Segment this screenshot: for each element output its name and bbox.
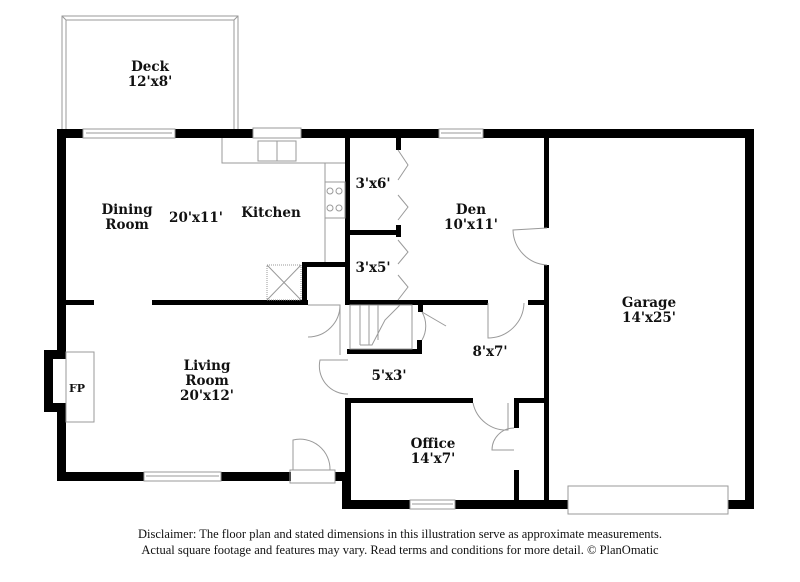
room-name: Garage	[621, 295, 677, 311]
room-name-line1: Dining	[101, 202, 153, 218]
stairs	[349, 304, 413, 350]
room-dims: 14'x25'	[622, 310, 676, 326]
room-dims: 3'x5'	[355, 260, 391, 276]
room-name-line2: Room	[105, 217, 149, 233]
room-name: Office	[410, 436, 456, 452]
room-label-kitchen: Kitchen	[241, 206, 301, 221]
kitchen-fixtures	[221, 138, 346, 301]
room-label-deck: Deck 12'x8'	[128, 60, 173, 90]
room-dims: 12'x8'	[127, 74, 173, 90]
room-label-fireplace: FP	[69, 381, 85, 396]
room-label-dining-room: Dining Room	[101, 203, 152, 233]
room-name-line2: Room	[185, 373, 229, 389]
room-name-line1: Living	[183, 358, 231, 374]
room-name: Kitchen	[241, 205, 301, 221]
door-swings	[289, 227, 548, 484]
room-label-hall: 5'x3'	[371, 369, 406, 384]
room-name: FP	[68, 382, 86, 395]
room-label-closet-1: 3'x6'	[355, 177, 390, 192]
room-dims: 20'x11'	[169, 210, 223, 226]
room-label-closet-2: 3'x5'	[355, 261, 390, 276]
room-label-garage: Garage 14'x25'	[622, 296, 676, 326]
room-dims: 14'x7'	[410, 451, 456, 467]
room-dims-kitchen-dining: 20'x11'	[169, 211, 223, 226]
room-label-living-room: Living Room 20'x12'	[180, 359, 234, 404]
room-label-office: Office 14'x7'	[411, 437, 456, 467]
room-name: Deck	[131, 59, 169, 75]
interior-walls	[66, 138, 549, 500]
room-name: Den	[455, 202, 487, 218]
fireplace-hearth	[65, 351, 95, 423]
disclaimer-text: Disclaimer: The floor plan and stated di…	[0, 526, 800, 558]
room-dims: 8'x7'	[472, 344, 508, 360]
room-dims: 5'x3'	[371, 368, 407, 384]
disclaimer-line-1: Disclaimer: The floor plan and stated di…	[138, 527, 662, 541]
windows	[82, 127, 729, 515]
room-dims: 3'x6'	[355, 176, 391, 192]
disclaimer-line-2: Actual square footage and features may v…	[141, 543, 659, 557]
room-label-den: Den 10'x11'	[444, 203, 498, 233]
room-label-8x7: 8'x7'	[472, 345, 507, 360]
closet-doors	[397, 149, 409, 301]
room-dims: 10'x11'	[444, 217, 498, 233]
room-dims: 20'x12'	[180, 388, 234, 404]
